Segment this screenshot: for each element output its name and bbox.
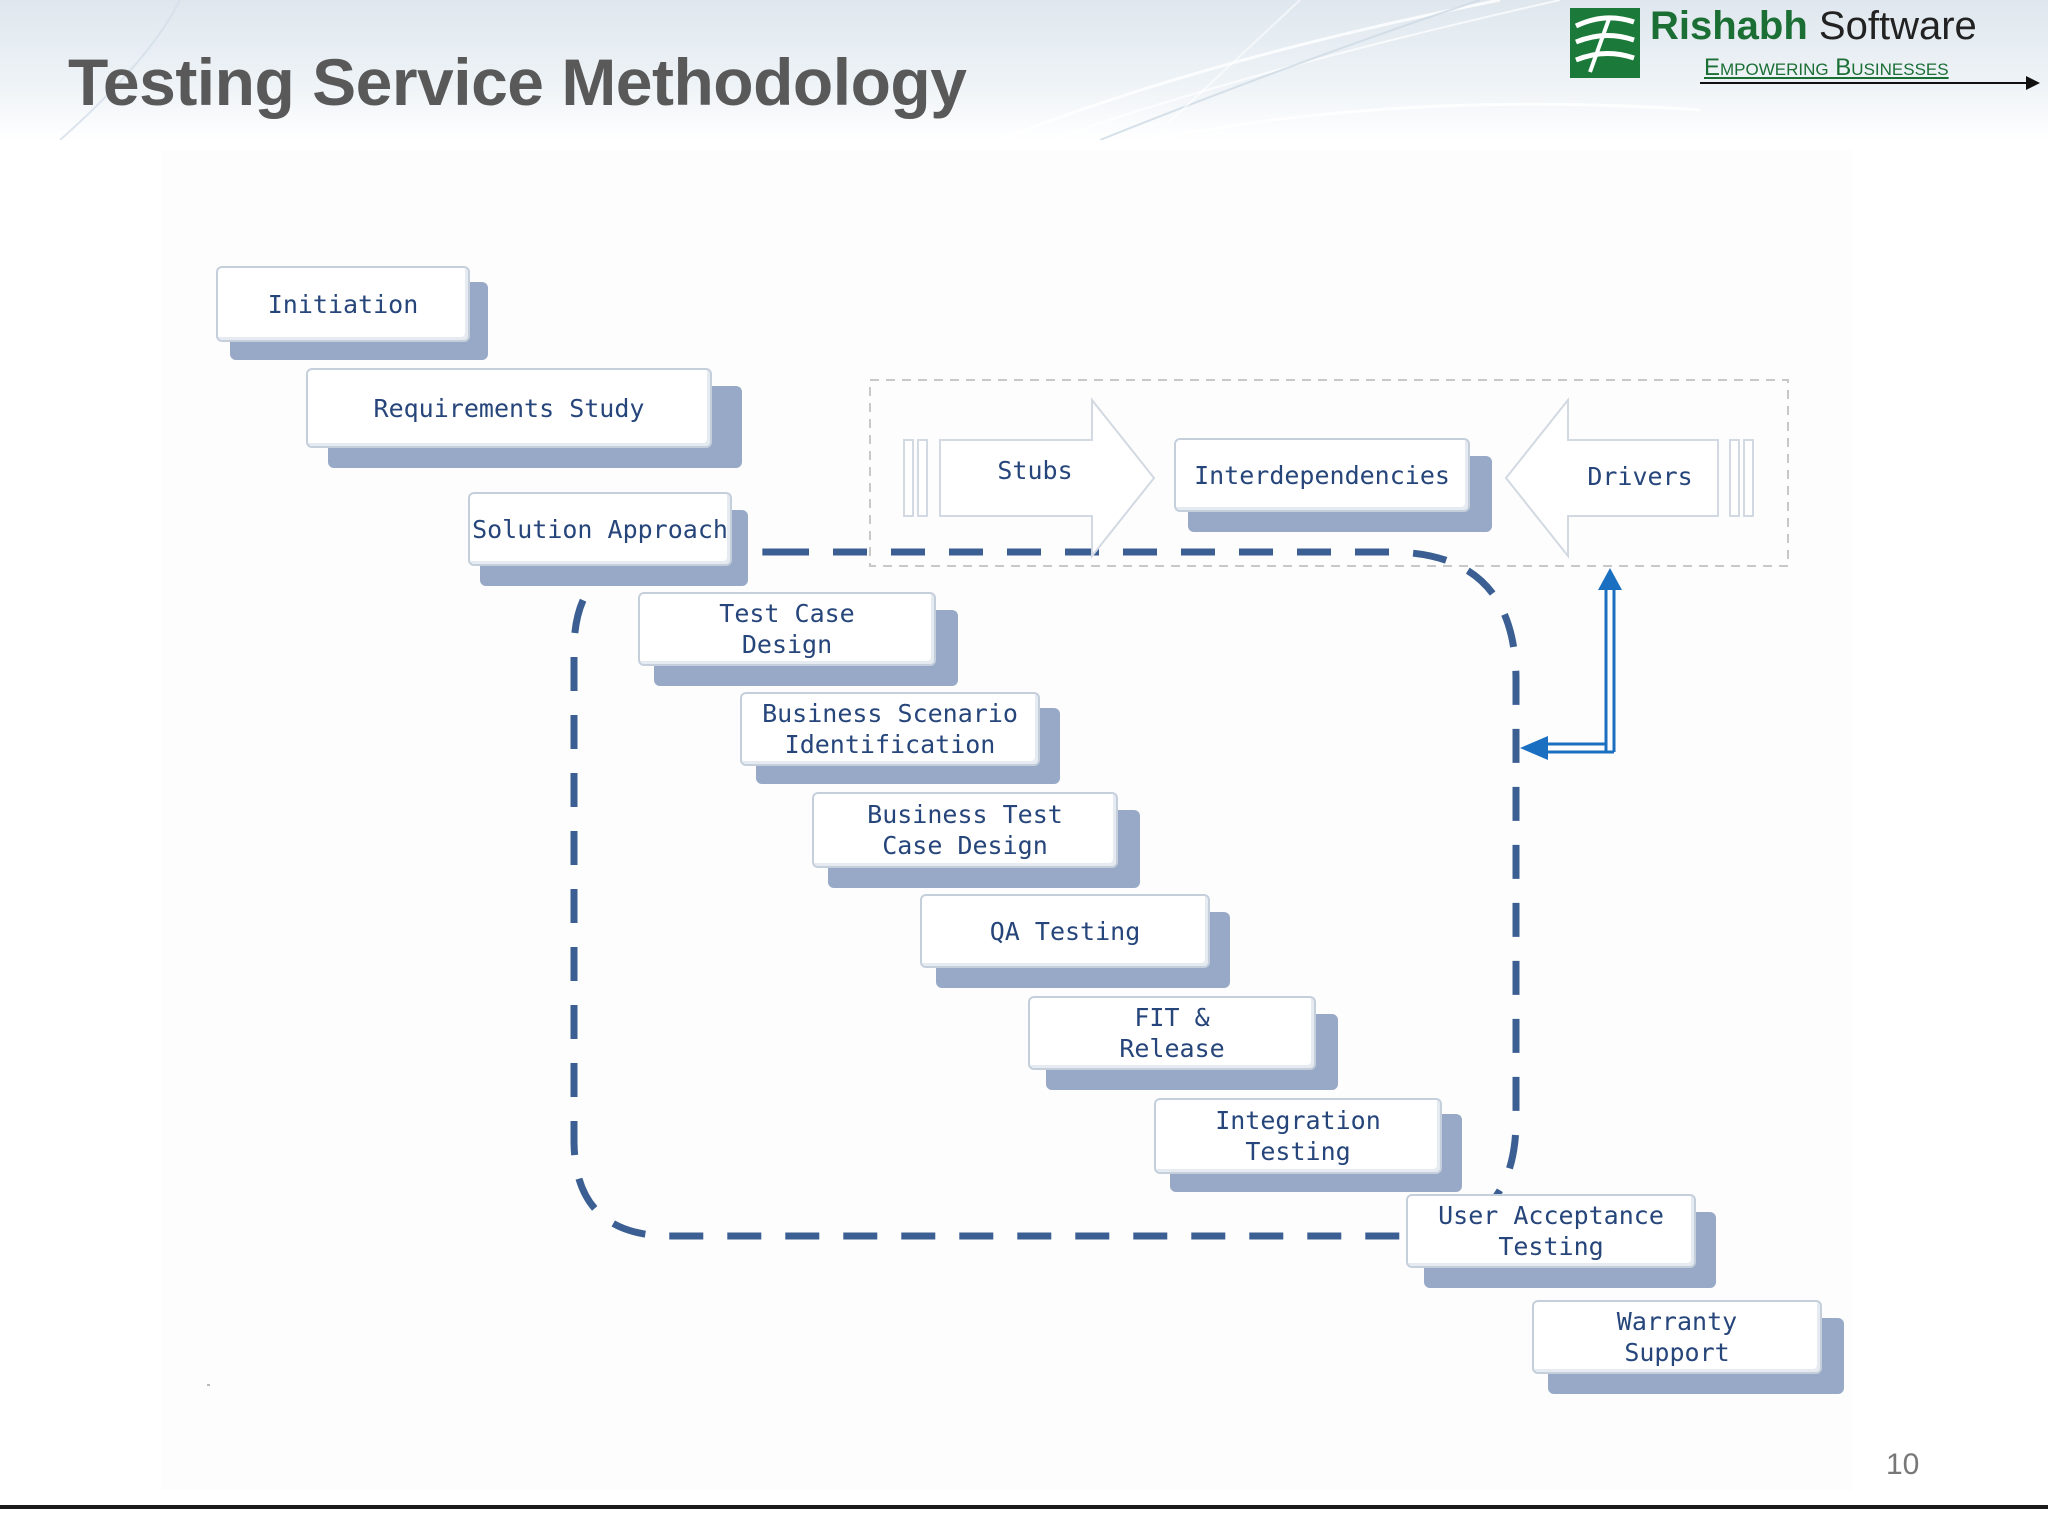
step-qa-testing: QA Testing: [920, 894, 1210, 968]
integration-panel-frame: [869, 379, 1789, 567]
connector-vertical: [1604, 582, 1616, 752]
brand-name-bold: Rishabh: [1650, 4, 1808, 48]
step-integration-testing: Integration Testing: [1154, 1098, 1442, 1174]
step-warranty-support: Warranty Support: [1532, 1300, 1822, 1374]
header-band: [0, 0, 2048, 140]
stubs-label: Stubs: [997, 456, 1073, 485]
interdependencies-box: Interdependencies: [1174, 438, 1470, 512]
rishabh-logo-icon: [1570, 8, 1640, 78]
step-business-test-case-design: Business Test Case Design: [812, 792, 1118, 868]
connector-up-arrow-icon: [1598, 568, 1622, 590]
connector-horizontal: [1540, 742, 1614, 754]
testing-loop: [570, 548, 1520, 1240]
footer-rule: [0, 1505, 2048, 1509]
step-fit-release: FIT & Release: [1028, 996, 1316, 1070]
tagline-arrow-icon: [2026, 76, 2040, 90]
brand-name: Rishabh Software: [1650, 4, 1977, 49]
step-initiation: Initiation: [216, 266, 470, 342]
brand-name-regular: Software: [1818, 4, 1977, 48]
page-number: 10: [1886, 1448, 1920, 1481]
step-user-acceptance-testing: User Acceptance Testing: [1406, 1194, 1696, 1268]
connector-left-arrow-icon: [1520, 736, 1548, 760]
step-business-scenario-identification: Business Scenario Identification: [740, 692, 1040, 766]
step-requirements-study: Requirements Study: [306, 368, 712, 448]
step-test-case-design: Test Case Design: [638, 592, 936, 666]
step-solution-approach: Solution Approach: [468, 492, 732, 566]
stray-mark: [207, 1384, 210, 1386]
drivers-arrow: [1504, 397, 1754, 559]
stubs-arrow: [903, 397, 1156, 559]
drivers-label: Drivers: [1587, 462, 1693, 491]
page-title: Testing Service Methodology: [68, 45, 967, 119]
brand-tagline: Empowering Businesses: [1704, 54, 1949, 81]
tagline-rule: [1700, 82, 2030, 84]
header-decoration: [59, 0, 1701, 140]
